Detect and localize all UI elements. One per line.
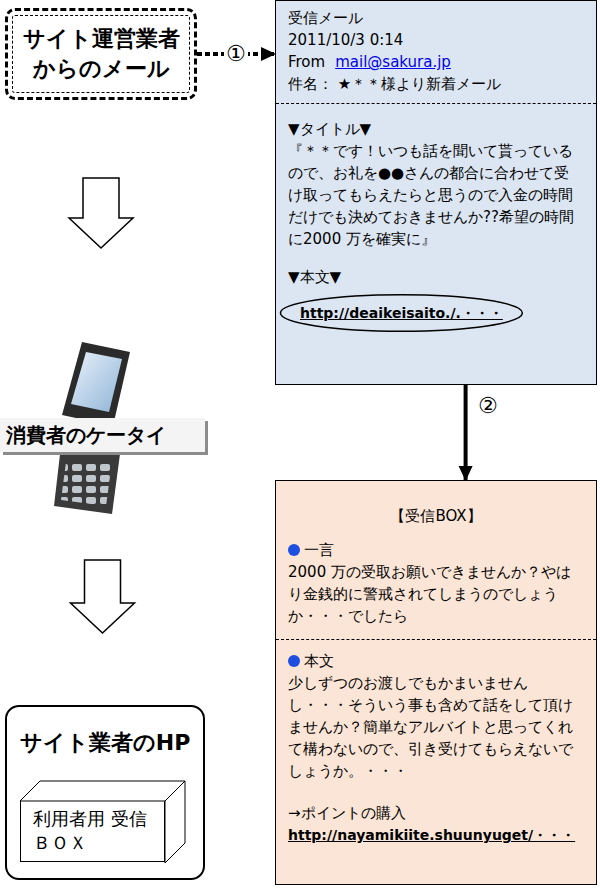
text-row: 一言 — [288, 539, 584, 561]
text-row: 件名： ★＊＊様より新着メール — [276, 73, 596, 104]
phone-lower — [54, 454, 120, 514]
phone-label: 消費者のケータイ — [0, 418, 205, 452]
text-row: 受信メール — [288, 7, 584, 29]
box-side-face — [165, 781, 185, 863]
text-row: 消費者のケータイ — [6, 422, 166, 448]
node-text: 一言 — [304, 541, 334, 559]
text-row: From mail@sakura.jp — [288, 51, 584, 73]
text-row: ▼本文▼ — [288, 266, 584, 288]
text-row: 少しずつのお渡しでもかまいませんし・・・そういう事も含めて話をして頂けませんか？… — [288, 672, 584, 782]
phone-screen — [71, 352, 122, 412]
node-text: 本文 — [304, 652, 334, 670]
node-text: サイト業者のHP — [20, 730, 191, 755]
email-box: 受信メール 2011/10/3 0:14From mail@sakura.jp 件名：… — [275, 0, 597, 385]
site-hp-box: サイト業者のHP 利用者用 受信ＢＯＸ — [5, 705, 205, 880]
node-text: http://nayamikiite.shuunyuget/・・・ — [288, 827, 575, 843]
text-row: 本文 — [288, 650, 584, 672]
bullet-dot — [288, 544, 300, 556]
text-row: 【受信BOX】 — [288, 505, 584, 527]
text-row: 2000 万の受取お願いできませんか？やはり金銭的に警戒されてしまうのでしょうか… — [276, 561, 596, 640]
text-row: →ポイントの購入 — [288, 802, 584, 824]
node-text: ▼タイトル▼ — [288, 120, 371, 138]
node-text: ▼本文▼ — [288, 268, 341, 286]
text-row: ▼タイトル▼ — [288, 118, 584, 140]
text-row: 『＊＊です！いつも話を聞いて貰っているので、お礼を●●さんの都合に合わせて受け取… — [288, 140, 584, 250]
bullet-dot — [288, 655, 300, 667]
text-row: http://deaikeisaito./.・・・ — [300, 303, 503, 323]
ellipse-shape — [280, 295, 522, 331]
node-text: 少しずつのお渡しでもかまいませんし・・・そういう事も含めて話をして頂けませんか？… — [288, 674, 573, 780]
node-text: 利用者用 受信ＢＯＸ — [33, 808, 147, 853]
node-text: 『＊＊です！いつも話を聞いて貰っているので、お礼を●●さんの都合に合わせて受け取… — [288, 142, 574, 248]
phone-keypad — [61, 462, 112, 506]
node-text: 消費者のケータイ — [6, 423, 166, 447]
connector-label: ② — [476, 394, 500, 418]
text-row: サイト業者のHP — [13, 729, 197, 757]
node-text: →ポイントの購入 — [288, 804, 406, 822]
inbox-3d-box: 利用者用 受信ＢＯＸ — [20, 800, 165, 862]
phone-upper — [62, 342, 130, 426]
node-text: 2011/10/3 0:14 — [288, 31, 403, 49]
connector-label: ① — [224, 42, 248, 66]
node-text: http://deaikeisaito./.・・・ — [300, 305, 503, 321]
node-text: 2000 万の受取お願いできませんか？やはり金銭的に警戒されてしまうのでしょうか… — [288, 563, 571, 625]
node-text: From — [288, 53, 325, 71]
node-text: 受信メール — [288, 9, 363, 27]
inbox-box: 【受信BOX】一言 2000 万の受取お願いできませんか？やはり金銭的に警戒されて… — [275, 480, 597, 885]
node-text: サイト運営業者 からのメール — [23, 26, 180, 81]
text-row: サイト運営業者 からのメール — [18, 24, 184, 84]
text-row: http://nayamikiite.shuunyuget/・・・ — [288, 824, 584, 846]
node-text: 【受信BOX】 — [390, 507, 481, 525]
text-row: 2011/10/3 0:14 — [288, 29, 584, 51]
text-row: 利用者用 受信ＢＯＸ — [33, 807, 156, 855]
url-ellipse: http://deaikeisaito./.・・・ — [278, 294, 525, 332]
hollow-arrow — [71, 560, 135, 633]
node-text: mail@sakura.jp — [335, 53, 451, 71]
box-top-face — [20, 781, 185, 801]
source-box: サイト運営業者 からのメール — [5, 8, 197, 100]
hollow-arrow — [69, 178, 133, 248]
node-text: 件名： ★＊＊様より新着メール — [288, 75, 501, 93]
